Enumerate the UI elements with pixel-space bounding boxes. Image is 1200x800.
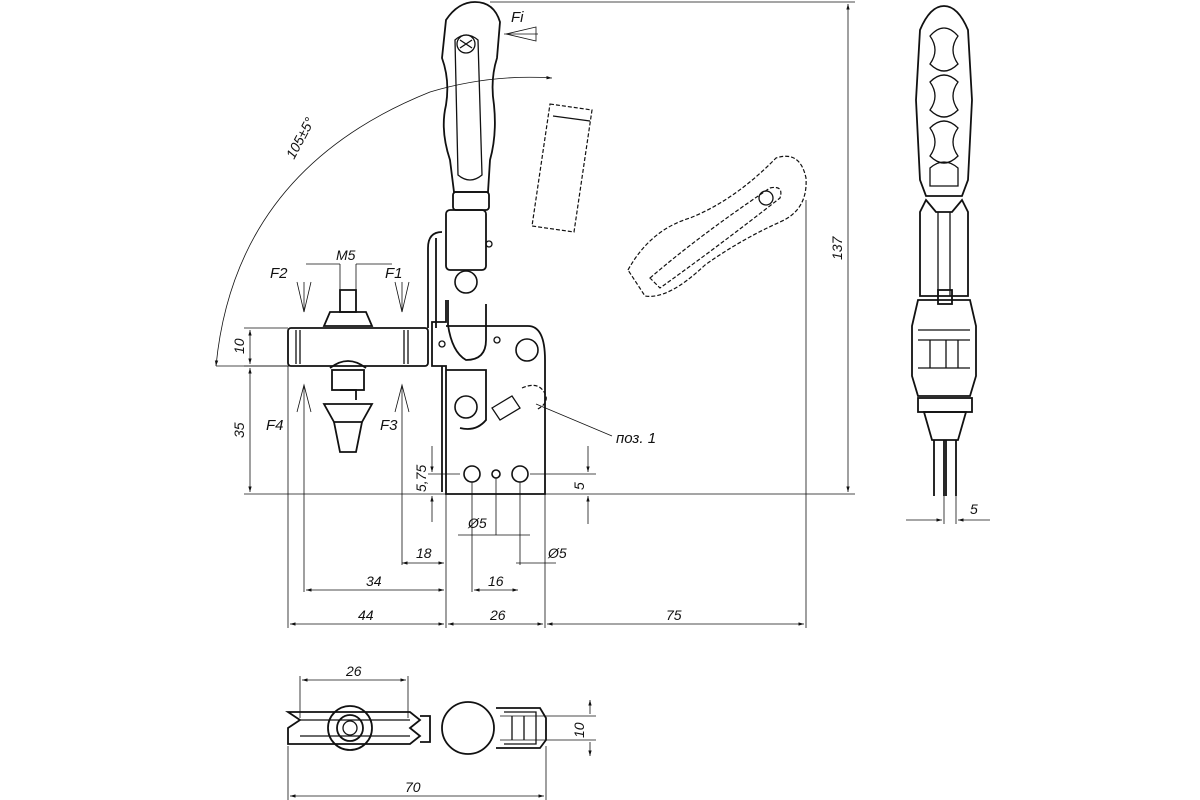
angle-label: 105±5°	[283, 114, 318, 161]
force-label-f4: F4	[266, 417, 284, 434]
force-label-fi: Fi	[511, 9, 524, 26]
dim-35: 35	[231, 422, 247, 438]
handle-open-position	[531, 103, 807, 298]
dim-5-75: 5,75	[413, 465, 429, 492]
side-view: 5	[906, 5, 990, 524]
dim-34: 34	[366, 573, 382, 589]
force-label-f3: F3	[380, 417, 398, 434]
angle-dimension	[214, 75, 553, 367]
clamp-body	[431, 300, 547, 495]
position-1-label: поз. 1	[616, 430, 656, 447]
dim-70: 70	[405, 779, 421, 795]
thread-label-m5: M5	[336, 247, 356, 263]
dim-18: 18	[416, 545, 432, 561]
force-label-f1: F1	[385, 265, 403, 282]
clamp-arm	[287, 289, 429, 453]
front-view: Fi F2 F1 F4 F3 M5 105±5° поз. 1 137 10 3…	[214, 1, 855, 628]
dim-137: 137	[829, 235, 845, 260]
dim-26-top: 26	[345, 663, 362, 679]
force-label-f2: F2	[270, 265, 288, 282]
dim-10-bottom: 10	[571, 722, 587, 738]
dim-dia5-b: Ø5	[547, 545, 567, 561]
dim-16: 16	[488, 573, 504, 589]
dim-5-right: 5	[571, 482, 587, 490]
dim-44: 44	[358, 607, 374, 623]
dim-75: 75	[666, 607, 682, 623]
force-arrows	[296, 26, 538, 413]
dim-10-left: 10	[231, 338, 247, 354]
handle-upright	[427, 1, 501, 328]
dim-26: 26	[489, 607, 506, 623]
dimension-lines	[244, 1, 855, 628]
dim-dia5-a: Ø5	[467, 515, 487, 531]
top-view: 26 10 70	[285, 663, 596, 800]
dim-5-side: 5	[970, 501, 978, 517]
